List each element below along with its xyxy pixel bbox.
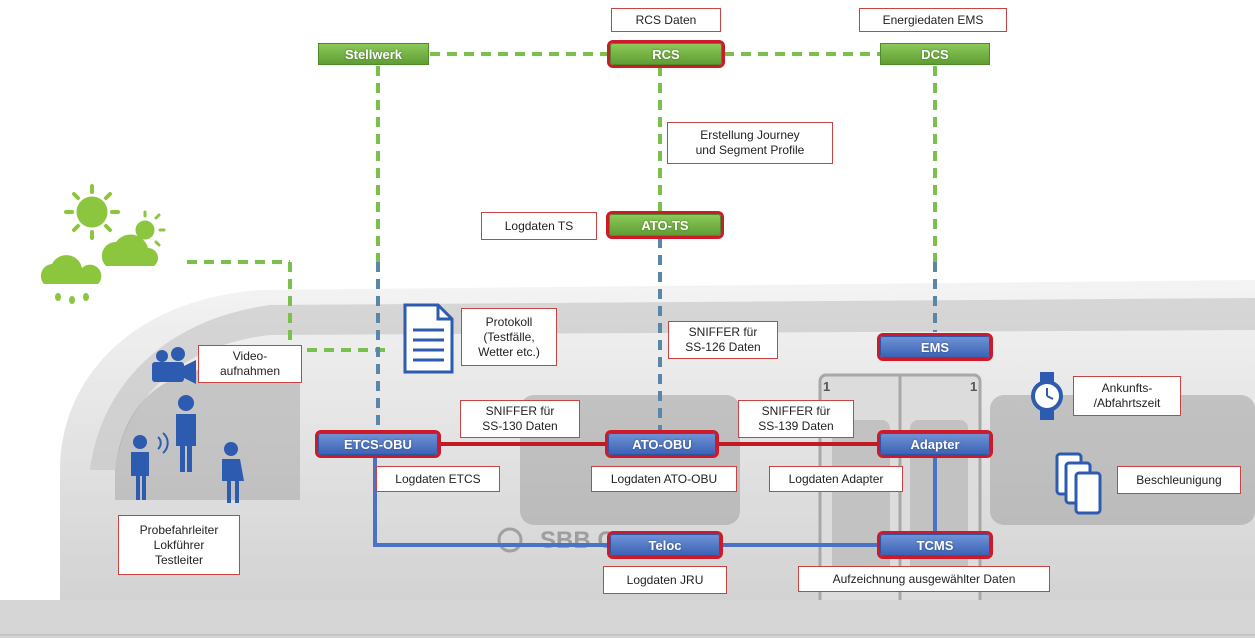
logdaten-etcs-label: Logdaten ETCS [376, 466, 500, 492]
rcs-node[interactable]: RCS [607, 40, 725, 68]
watch-icon [1031, 372, 1063, 420]
journey-profile-label: Erstellung Journey und Segment Profile [667, 122, 833, 164]
rcs-daten-label: RCS Daten [611, 8, 721, 32]
logdaten-adapter-label: Logdaten Adapter [769, 466, 903, 492]
weather-icon [40, 184, 166, 304]
sbb-logo-text: SBB C [540, 527, 615, 554]
beschleunigung-label: Beschleunigung [1117, 466, 1241, 494]
sniffer-126-label: SNIFFER für SS-126 Daten [668, 321, 778, 359]
tcms-node[interactable]: TCMS [877, 531, 993, 559]
blue-dashed-links [376, 238, 937, 430]
personen-label: Probefahrleiter Lokführer Testleiter [118, 515, 240, 575]
dcs-node[interactable]: DCS [880, 43, 990, 65]
video-camera-icon [152, 347, 196, 384]
ato-ts-node[interactable]: ATO-TS [606, 211, 724, 239]
ankunft-label: Ankunfts- /Abfahrtszeit [1073, 376, 1181, 416]
protokoll-label: Protokoll (Testfälle, Wetter etc.) [461, 308, 557, 366]
logdaten-jru-label: Logdaten JRU [603, 566, 727, 594]
people-icon [131, 395, 244, 503]
ems-node[interactable]: EMS [877, 333, 993, 361]
door-number-right: 1 [970, 379, 977, 394]
aufzeichnung-label: Aufzeichnung ausgewählter Daten [798, 566, 1050, 592]
teloc-node[interactable]: Teloc [607, 531, 723, 559]
stellwerk-node[interactable]: Stellwerk [318, 43, 429, 65]
door-number-left: 1 [823, 379, 830, 394]
green-dashed-links [187, 52, 937, 352]
energiedaten-label: Energiedaten EMS [859, 8, 1007, 32]
adapter-node[interactable]: Adapter [877, 430, 993, 458]
document-icon [403, 303, 454, 374]
sniffer-130-label: SNIFFER für SS-130 Daten [460, 400, 580, 438]
logdaten-ts-label: Logdaten TS [481, 212, 597, 240]
sniffer-139-label: SNIFFER für SS-139 Daten [738, 400, 854, 438]
sbb-logo-mark [497, 527, 523, 553]
etcs-obu-node[interactable]: ETCS-OBU [315, 430, 441, 458]
ato-obu-node[interactable]: ATO-OBU [605, 430, 719, 458]
accelerometer-phones-icon [1055, 452, 1102, 515]
logdaten-ato-obu-label: Logdaten ATO-OBU [591, 466, 737, 492]
video-label: Video- aufnahmen [198, 345, 302, 383]
blue-solid-links [373, 456, 937, 547]
